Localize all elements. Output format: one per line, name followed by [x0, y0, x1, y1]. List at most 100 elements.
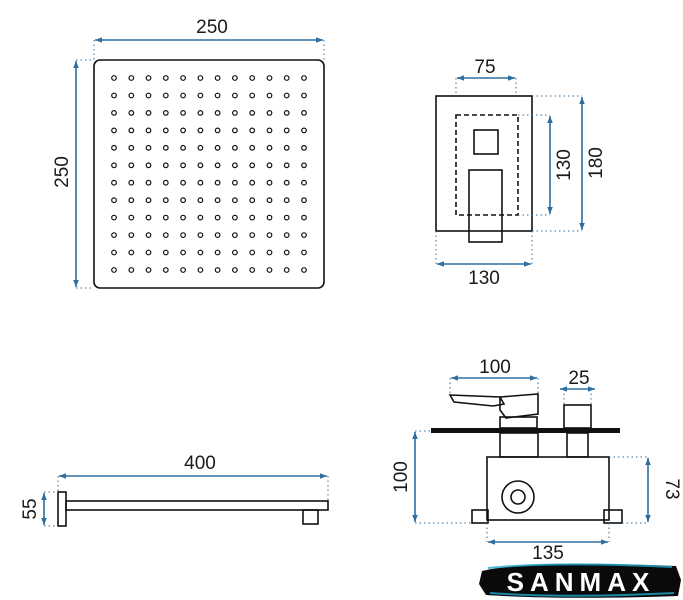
mixer-box-height-label: 73 [661, 478, 682, 499]
shower-head-plate [93, 59, 325, 289]
nozzle-dot [197, 75, 204, 81]
nozzle-dot [145, 249, 152, 256]
nozzle-dot [197, 197, 204, 204]
arm-length-label: 400 [184, 453, 216, 474]
nozzle-dot [128, 232, 135, 239]
nozzle-dot [128, 179, 135, 186]
nozzle-dot [111, 179, 117, 186]
nozzle-dot [249, 144, 256, 151]
nozzle-dot [111, 162, 117, 169]
nozzle-dot [266, 197, 273, 204]
mixer-body-box [486, 456, 610, 521]
nozzle-dot [145, 144, 152, 151]
nozzle-dot [128, 197, 135, 204]
nozzle-dot [283, 162, 290, 169]
mixer-valve-stem [499, 432, 539, 458]
nozzle-dot [231, 267, 238, 273]
nozzle-dot [111, 109, 117, 116]
nozzle-dot [197, 144, 204, 151]
nozzle-dot [301, 162, 307, 169]
nozzle-dot [145, 232, 152, 239]
shower-arm-view: 400 55 [20, 453, 329, 527]
nozzle-dot [266, 232, 273, 239]
shower-head-width-label: 250 [196, 17, 228, 38]
nozzle-dot [128, 144, 135, 151]
nozzle-grid [111, 75, 307, 273]
nozzle-dot [180, 144, 187, 151]
nozzle-dot [162, 127, 169, 134]
mixer-lever-side [448, 394, 506, 407]
nozzle-dot [162, 197, 169, 204]
arm-head-connector [302, 509, 319, 525]
nozzle-dot [283, 249, 290, 256]
brand-logo-glow [487, 563, 673, 569]
nozzle-dot [214, 162, 221, 169]
nozzle-dot [266, 127, 273, 134]
nozzle-dot [266, 214, 273, 221]
shower-head-height-label: 250 [52, 156, 73, 188]
nozzle-dot [283, 92, 290, 99]
shower-head-view: 250 250 [52, 17, 325, 289]
nozzle-dot [162, 144, 169, 151]
nozzle-dot [162, 249, 169, 256]
nozzle-dot [283, 267, 290, 273]
nozzle-dot [249, 214, 256, 221]
nozzle-dot [128, 162, 135, 169]
nozzle-dot [266, 249, 273, 256]
nozzle-dot [249, 127, 256, 134]
mixer-side-plate [431, 428, 620, 433]
nozzle-dot [111, 214, 117, 221]
mixer-foot-right [603, 509, 623, 524]
nozzle-dot [128, 214, 135, 221]
nozzle-dot [180, 127, 187, 134]
nozzle-dot [128, 109, 135, 116]
nozzle-dot [162, 214, 169, 221]
nozzle-dot [197, 162, 204, 169]
nozzle-dot [231, 92, 238, 99]
nozzle-dot [197, 232, 204, 239]
nozzle-dot [231, 179, 238, 186]
brand-logo: SANMAX [479, 563, 681, 598]
nozzle-dot [301, 127, 307, 134]
arm-tube [65, 500, 329, 511]
brand-logo-brush [479, 563, 681, 598]
nozzle-dot [214, 214, 221, 221]
nozzle-dot [266, 267, 273, 273]
nozzle-dot [128, 267, 135, 273]
nozzle-dot [111, 249, 117, 256]
nozzle-dot [266, 162, 273, 169]
nozzle-dot [214, 144, 221, 151]
nozzle-dot [180, 197, 187, 204]
nozzle-dot [180, 249, 187, 256]
nozzle-dot [180, 267, 187, 273]
nozzle-dot [283, 144, 290, 151]
nozzle-dot [162, 92, 169, 99]
nozzle-dot [249, 197, 256, 204]
nozzle-dot [249, 232, 256, 239]
nozzle-dot [301, 92, 307, 99]
nozzle-dot [162, 75, 169, 81]
nozzle-dot [249, 109, 256, 116]
nozzle-dot [111, 144, 117, 151]
nozzle-dot [162, 109, 169, 116]
nozzle-dot [214, 127, 221, 134]
nozzle-dot [301, 75, 307, 81]
nozzle-dot [249, 92, 256, 99]
nozzle-dot [197, 249, 204, 256]
mixer-front-outer-height-label: 180 [586, 147, 607, 179]
nozzle-dot [145, 214, 152, 221]
nozzle-dot [231, 197, 238, 204]
mixer-box-width-label: 135 [532, 543, 564, 564]
nozzle-dot [214, 232, 221, 239]
nozzle-dot [180, 214, 187, 221]
nozzle-dot [301, 144, 307, 151]
nozzle-dot [214, 267, 221, 273]
arm-height-label: 55 [20, 498, 41, 519]
nozzle-dot [266, 75, 273, 81]
nozzle-dot [128, 92, 135, 99]
nozzle-dot [283, 179, 290, 186]
nozzle-dot [231, 75, 238, 81]
mixer-front-top-label: 75 [474, 57, 495, 78]
brand-name: SANMAX [507, 567, 656, 597]
